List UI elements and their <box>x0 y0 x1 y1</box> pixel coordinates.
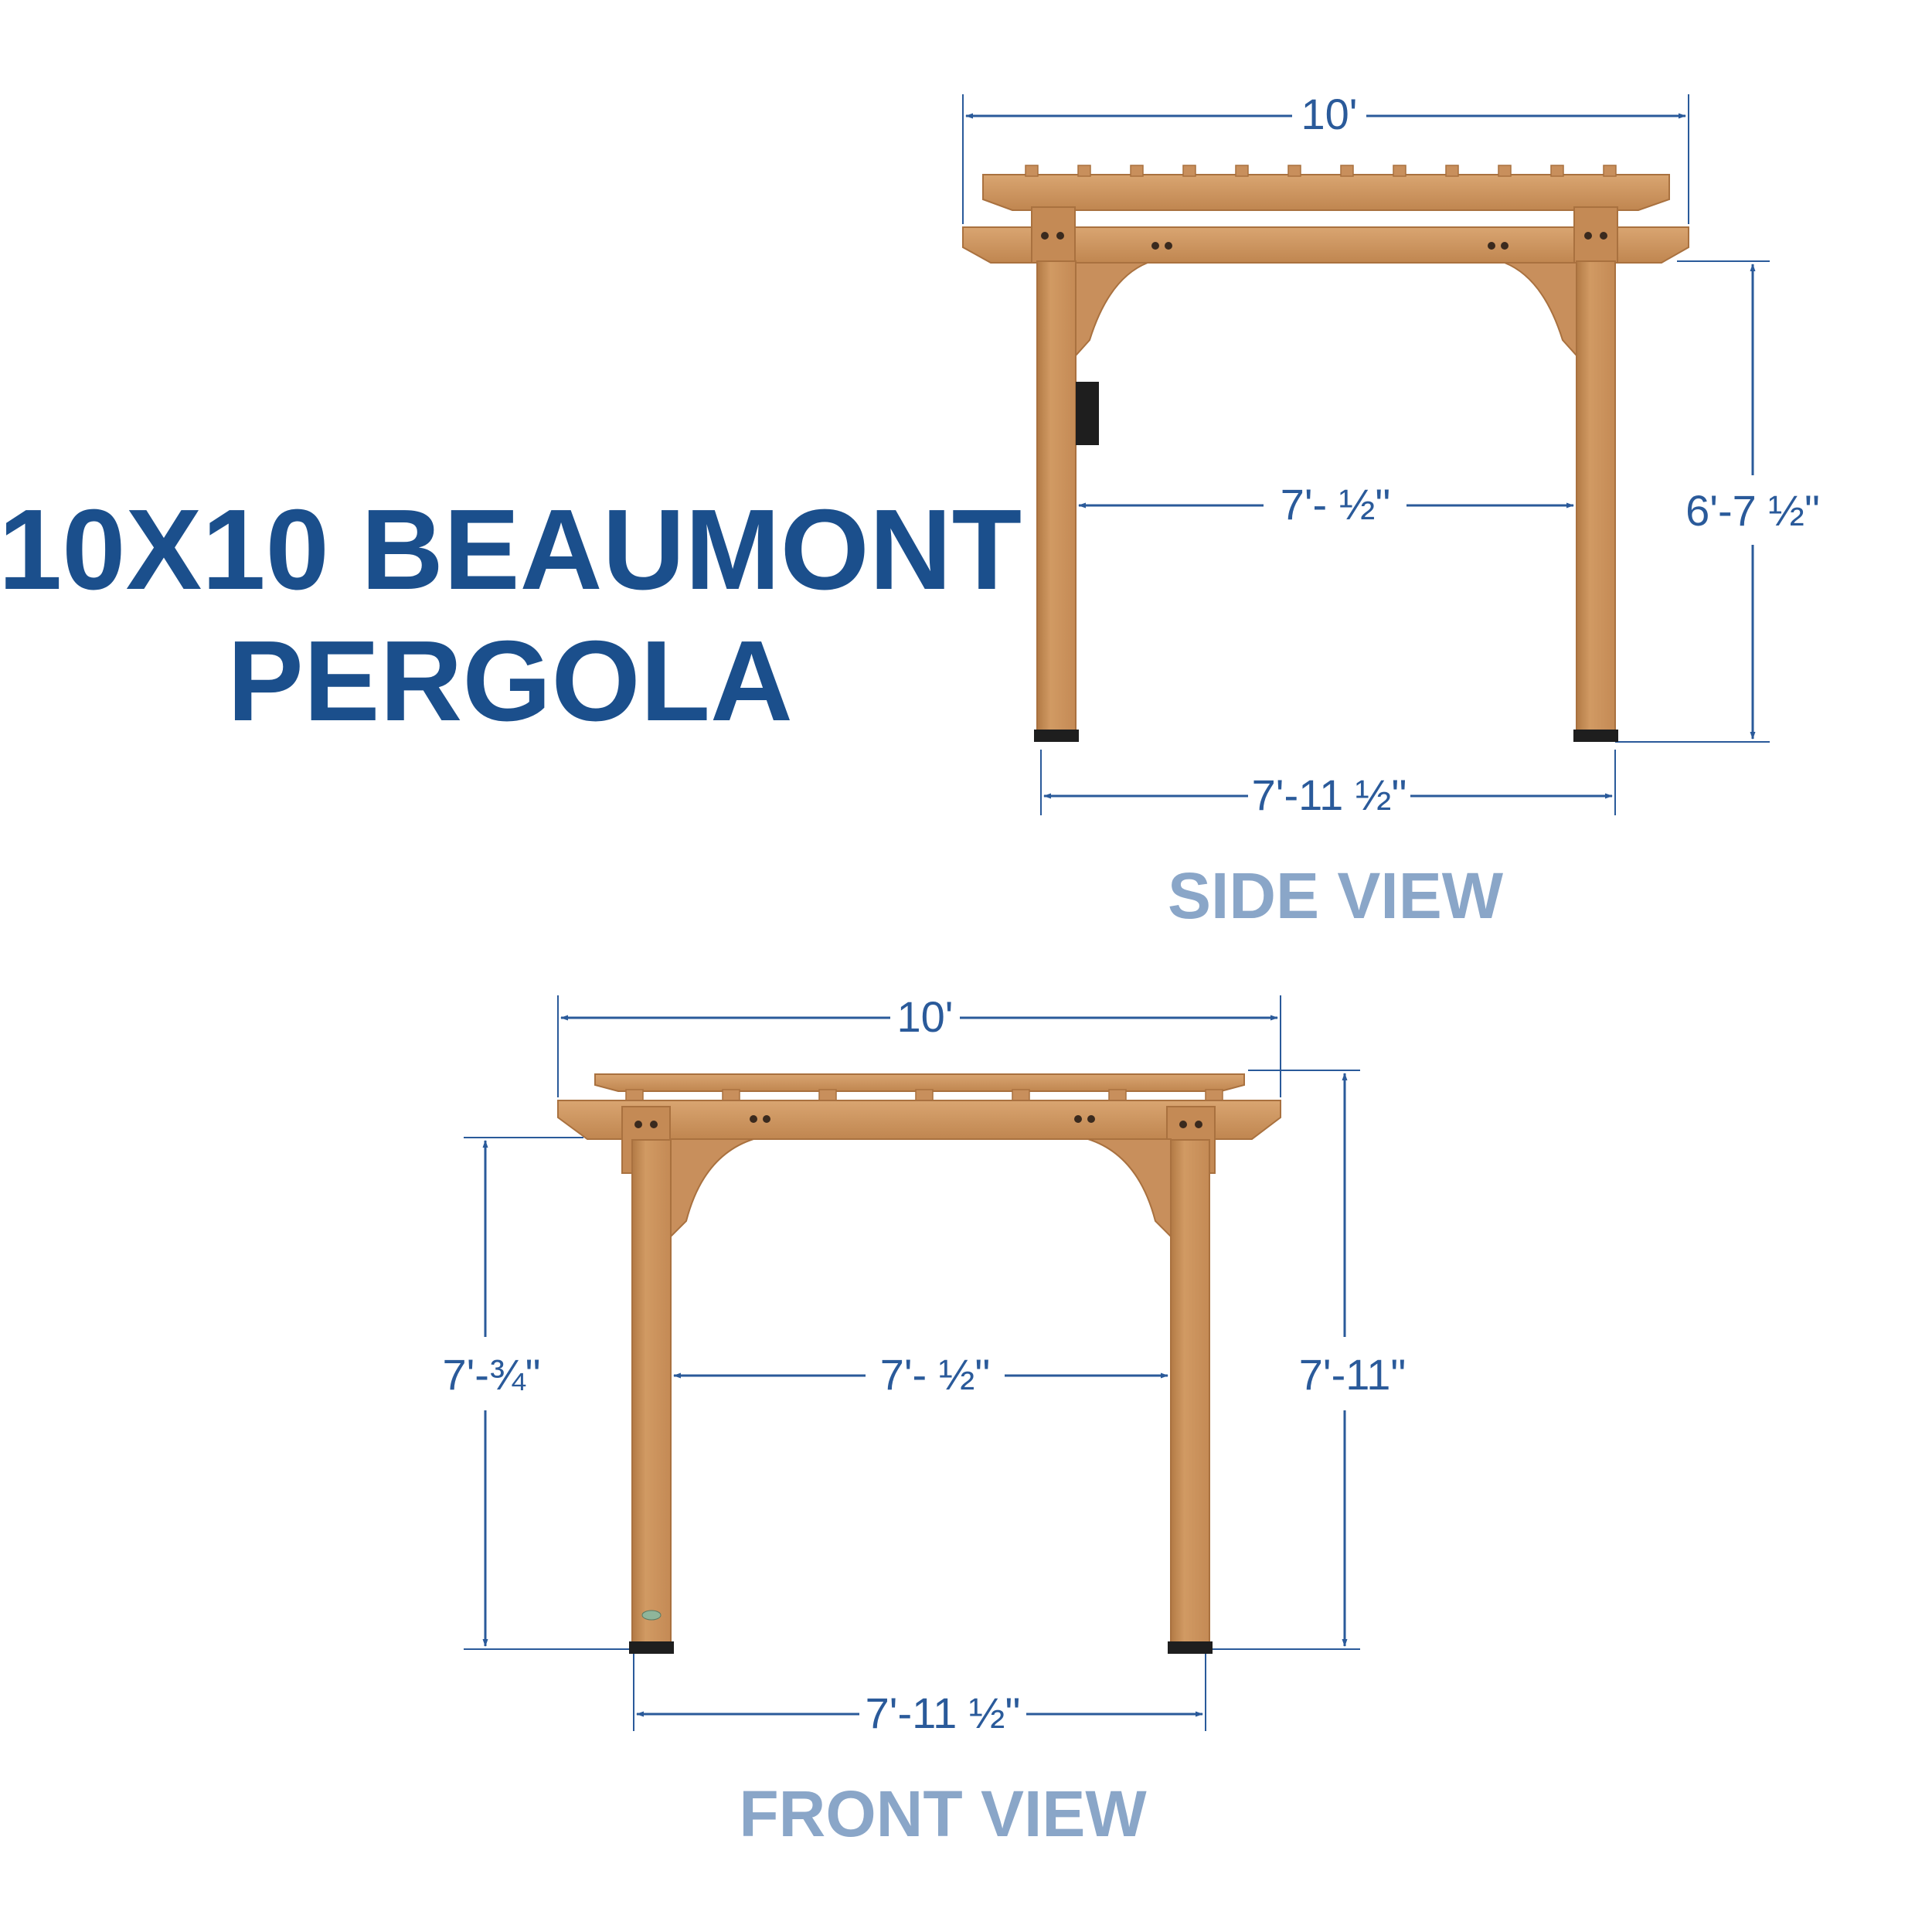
side-right-foot <box>1573 730 1618 742</box>
front-left-post <box>631 1139 672 1643</box>
front-main-beam <box>557 1100 1281 1140</box>
title-line-1: 10X10 BEAUMONT <box>0 486 1022 614</box>
front-right-post <box>1170 1139 1210 1643</box>
front-dim-post-span: 7'-11 ½" <box>866 1689 1021 1737</box>
side-dim-inner-span: 7'- ½" <box>1281 480 1391 529</box>
side-main-beam <box>962 226 1689 264</box>
side-dim-height: 6'-7 ½" <box>1685 486 1820 535</box>
side-dim-post-span: 7'-11 ½" <box>1252 770 1407 819</box>
front-right-brace <box>1087 1138 1172 1239</box>
front-dim-overall-height: 7'-11" <box>1299 1350 1406 1399</box>
front-left-brace <box>670 1138 754 1239</box>
side-left-brace <box>1075 262 1148 358</box>
side-left-foot <box>1034 730 1079 742</box>
title-line-2: PERGOLA <box>227 617 793 745</box>
front-view: 10' 7'- ½" 7'-¾" 7'-11" 7'-11 ½" FRONT V… <box>442 992 1406 1850</box>
side-view: 10' 7'- ½" 6'-7 ½" 7'-11 ½" SIDE VIEW <box>962 90 1820 932</box>
side-top-rafter <box>982 165 1670 211</box>
front-post-badge <box>641 1610 662 1621</box>
side-mount-box <box>1076 382 1099 445</box>
front-dim-overall-width: 10' <box>897 992 954 1041</box>
side-left-bracket <box>1031 206 1076 264</box>
front-right-foot <box>1168 1641 1213 1654</box>
side-right-post <box>1576 260 1616 732</box>
side-dim-overall-width: 10' <box>1301 90 1358 138</box>
side-right-brace <box>1504 262 1577 358</box>
front-left-foot <box>629 1641 674 1654</box>
side-right-bracket <box>1573 206 1618 264</box>
side-view-label: SIDE VIEW <box>1168 859 1504 932</box>
front-view-label: FRONT VIEW <box>739 1777 1147 1850</box>
side-left-post <box>1036 260 1077 732</box>
front-dim-inner-span: 7'- ½" <box>880 1350 991 1399</box>
front-dim-beam-height: 7'-¾" <box>442 1350 540 1399</box>
